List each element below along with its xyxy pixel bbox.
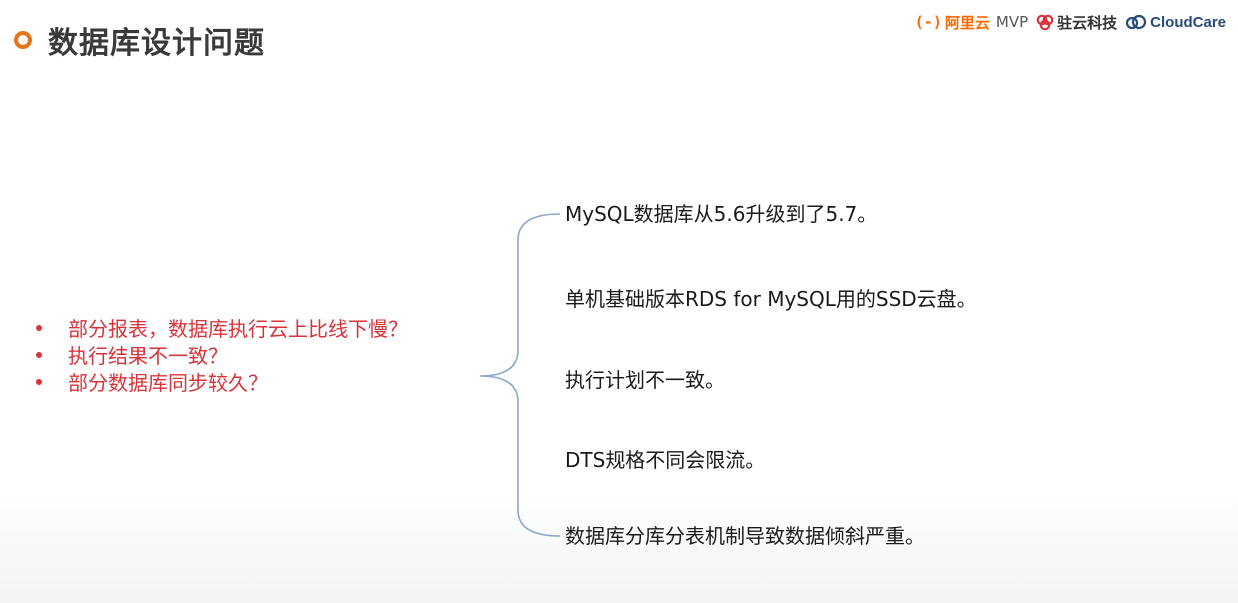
question-text: 部分数据库同步较久？ (68, 371, 268, 395)
question-item: 执行结果不一致？ (36, 341, 408, 368)
cause-item: 数据库分库分表机制导致数据倾斜严重。 (565, 524, 925, 548)
question-text: 部分报表，数据库执行云上比线下慢？ (68, 317, 408, 341)
aliyun-bracket-icon: (-) (914, 13, 942, 31)
cause-item: 执行计划不一致。 (565, 368, 725, 392)
slide-header: 数据库设计问题 (14, 20, 265, 61)
zhuyun-logo: 驻云科技 (1036, 12, 1117, 33)
aliyun-mvp-logo: (-) 阿里云 MVP (915, 12, 1028, 33)
logo-bar: (-) 阿里云 MVP 驻云科技 CloudCare (915, 10, 1226, 34)
bullet-dot-icon (36, 378, 42, 385)
bullet-dot-icon (36, 351, 42, 358)
question-text: 执行结果不一致？ (68, 344, 228, 368)
mvp-logo-text: MVP (995, 13, 1029, 31)
aliyun-logo-text: 阿里云 (944, 13, 990, 32)
background-fade (0, 493, 1238, 603)
question-list: 部分报表，数据库执行云上比线下慢？ 执行结果不一致？ 部分数据库同步较久？ (36, 314, 408, 395)
cause-item: MySQL数据库从5.6升级到了5.7。 (565, 202, 878, 226)
question-item: 部分报表，数据库执行云上比线下慢？ (36, 314, 408, 341)
zhuyun-logo-text: 驻云科技 (1057, 13, 1118, 32)
cause-item: 单机基础版本RDS for MySQL用的SSD云盘。 (565, 287, 977, 311)
cloudcare-logo: CloudCare (1125, 14, 1226, 31)
cloudcare-logo-text: CloudCare (1150, 13, 1226, 31)
title-bullet-icon (14, 31, 32, 49)
curly-brace-icon (479, 213, 561, 537)
cause-item: DTS规格不同会限流。 (565, 448, 766, 472)
cloudcare-cloud-icon (1126, 14, 1147, 30)
bullet-dot-icon (36, 324, 42, 331)
zhuyun-knot-icon (1036, 14, 1054, 31)
question-item: 部分数据库同步较久？ (36, 368, 408, 395)
slide-title: 数据库设计问题 (48, 26, 265, 61)
